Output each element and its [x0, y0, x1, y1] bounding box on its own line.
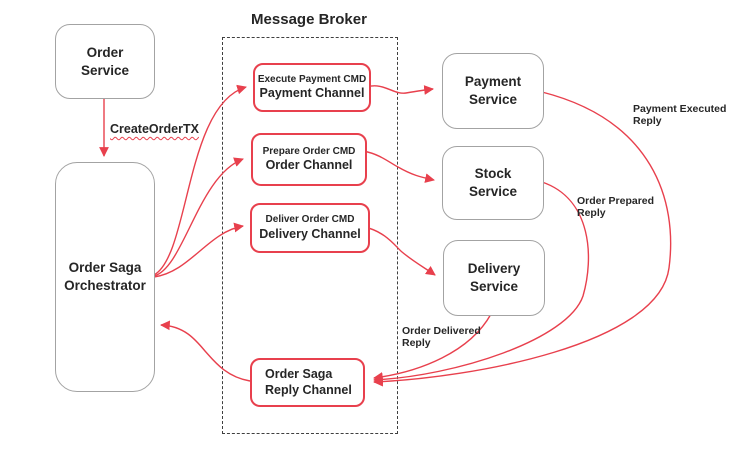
edge-label-line: Reply: [402, 337, 431, 350]
arrow-payment-service-to-reply-channel: [373, 91, 672, 387]
node-label: Service: [80, 62, 130, 78]
arrow-orchestrator-to-payment-channel: [153, 84, 247, 276]
channel-cmd-label: Execute Payment CMD: [257, 73, 367, 85]
node-delivery-service: Delivery Service: [443, 240, 545, 316]
arrow-payment-channel-to-payment-service: [366, 85, 434, 95]
edge-label-line: Order Delivered: [402, 325, 481, 337]
arrow-delivery-channel-to-delivery-service: [363, 226, 436, 276]
node-payment-channel: Execute Payment CMD Payment Channel: [253, 63, 371, 112]
edge-label-create-order-tx: CreateOrderTX: [110, 122, 199, 136]
node-order-channel: Prepare Order CMD Order Channel: [251, 133, 367, 186]
channel-name-label: Delivery Channel: [259, 226, 361, 241]
channel-name-label: Reply Channel: [265, 382, 352, 397]
node-delivery-channel: Deliver Order CMD Delivery Channel: [250, 203, 370, 253]
edge-label-line: Order Prepared: [577, 195, 655, 207]
arrow-delivery-service-to-reply-channel: [373, 313, 492, 382]
edge-label-line: Reply: [577, 207, 606, 220]
edge-label-payment-executed-reply: Payment Executed Reply: [633, 103, 726, 128]
edge-label-line: Payment Executed: [633, 103, 727, 115]
node-label: Service: [468, 184, 518, 199]
arrow-orchestrator-to-order-channel: [153, 157, 244, 277]
node-label: Orchestrator: [64, 278, 146, 293]
node-label: Delivery: [467, 261, 521, 277]
node-label: Stock: [474, 166, 512, 182]
node-label: Service: [469, 279, 519, 294]
channel-name-label: Order Saga: [265, 366, 333, 381]
message-broker-title: Message Broker: [251, 11, 367, 28]
arrow-reply-channel-to-orchestrator: [160, 320, 251, 382]
node-label: Service: [468, 92, 518, 107]
channel-cmd-label: Deliver Order CMD: [265, 214, 355, 226]
channel-name-label: Payment Channel: [259, 86, 365, 101]
arrow-order-channel-to-stock-service: [362, 150, 435, 183]
node-label: Order: [86, 44, 124, 60]
edge-label-order-delivered-reply: Order Delivered Reply: [402, 325, 481, 350]
message-broker-boundary: [222, 37, 398, 434]
node-order-service: Order Service: [55, 24, 155, 99]
edge-label-order-prepared-reply: Order Prepared Reply: [577, 195, 654, 220]
node-stock-service: Stock Service: [442, 146, 544, 220]
node-label: Payment: [464, 74, 522, 90]
channel-cmd-label: Prepare Order CMD: [262, 145, 356, 157]
arrow-orchestrator-to-delivery-channel: [153, 222, 244, 278]
node-label: Order Saga: [68, 260, 142, 276]
channel-name-label: Order Channel: [265, 158, 353, 173]
node-order-saga-orchestrator: Order Saga Orchestrator: [55, 162, 155, 392]
node-order-saga-reply-channel: Order Saga Reply Channel: [250, 358, 365, 407]
arrow-stock-service-to-reply-channel: [373, 181, 590, 385]
edge-label-line: Reply: [633, 115, 662, 128]
node-payment-service: Payment Service: [442, 53, 544, 129]
